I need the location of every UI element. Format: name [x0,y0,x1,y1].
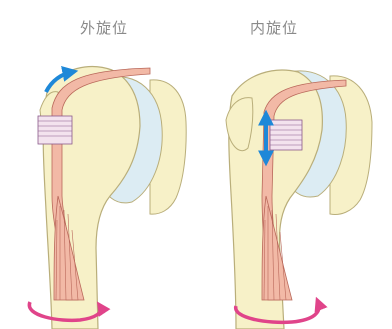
internal-rotation-illustration [226,70,372,329]
external-rotation-illustration [29,67,186,329]
transverse-ligament-left [38,116,72,144]
transverse-ligament-right [270,120,302,150]
